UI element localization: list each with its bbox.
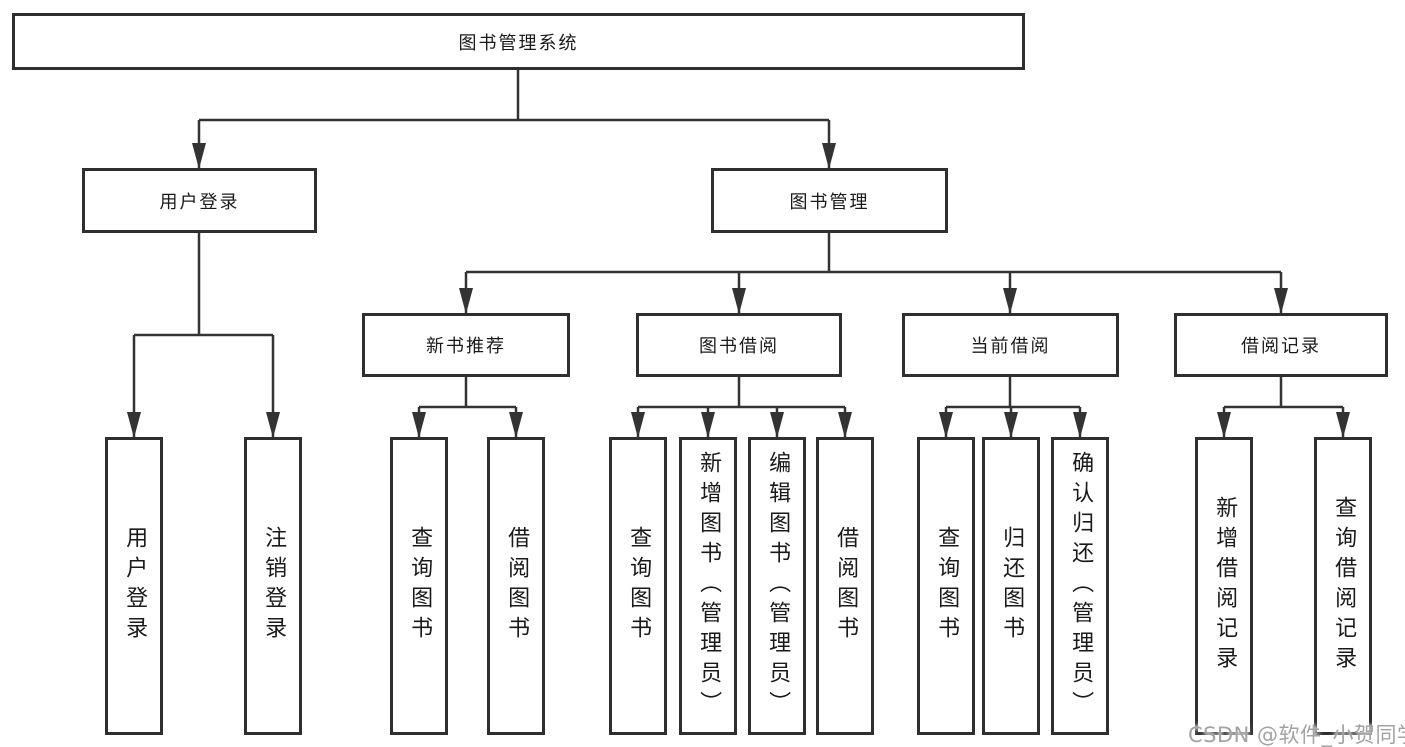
leaf-bb-edit-books-admin-label: 编辑图书（管理员） bbox=[765, 451, 791, 721]
leaf-logout: 注销登录 bbox=[244, 437, 302, 735]
node-borrow-record-label: 借阅记录 bbox=[1241, 336, 1321, 357]
leaf-bb-add-books-admin-label: 新增图书（管理员） bbox=[696, 451, 722, 721]
node-borrow-record: 借阅记录 bbox=[1174, 313, 1388, 377]
node-new-book-rec: 新书推荐 bbox=[362, 313, 570, 377]
connector-new-book-rec-group bbox=[412, 377, 523, 438]
node-root-label: 图书管理系统 bbox=[458, 32, 579, 54]
connector-root-to-level2 bbox=[192, 70, 836, 169]
leaf-bb-query-books: 查询图书 bbox=[609, 437, 667, 735]
leaf-br-add-record-label: 新增借阅记录 bbox=[1212, 496, 1238, 676]
leaf-bb-edit-books-admin: 编辑图书（管理员） bbox=[748, 437, 806, 735]
connector-user-login-group bbox=[127, 233, 280, 438]
node-root: 图书管理系统 bbox=[12, 13, 1025, 70]
leaf-bb-borrow-books-label: 借阅图书 bbox=[833, 526, 859, 646]
leaf-cb-query-books: 查询图书 bbox=[917, 437, 975, 735]
leaf-nb-query-books: 查询图书 bbox=[390, 437, 448, 735]
leaf-nb-borrow-books-label: 借阅图书 bbox=[504, 526, 530, 646]
watermark: CSDN @软件_小贺同学 bbox=[1188, 723, 1405, 747]
leaf-bb-add-books-admin: 新增图书（管理员） bbox=[679, 437, 737, 735]
leaf-cb-return-books-label: 归还图书 bbox=[999, 526, 1025, 646]
node-book-borrow-label: 图书借阅 bbox=[699, 336, 779, 357]
node-new-book-rec-label: 新书推荐 bbox=[426, 336, 506, 357]
connector-borrow-record-group bbox=[1217, 377, 1350, 438]
leaf-cb-query-books-label: 查询图书 bbox=[934, 526, 960, 646]
leaf-bb-borrow-books: 借阅图书 bbox=[816, 437, 874, 735]
leaf-cb-confirm-return-admin: 确认归还（管理员） bbox=[1051, 437, 1109, 735]
leaf-user-login-label: 用户登录 bbox=[122, 526, 148, 646]
leaf-nb-query-books-label: 查询图书 bbox=[407, 526, 433, 646]
leaf-nb-borrow-books: 借阅图书 bbox=[487, 437, 545, 735]
node-book-borrow: 图书借阅 bbox=[636, 313, 842, 377]
node-current-borrow-label: 当前借阅 bbox=[970, 336, 1051, 357]
leaf-user-login: 用户登录 bbox=[105, 437, 163, 735]
node-user-login-label: 用户登录 bbox=[159, 191, 240, 213]
leaf-logout-label: 注销登录 bbox=[261, 526, 287, 646]
node-book-mgmt-label: 图书管理 bbox=[789, 191, 870, 213]
leaf-br-add-record: 新增借阅记录 bbox=[1195, 437, 1253, 735]
leaf-br-query-record-label: 查询借阅记录 bbox=[1331, 496, 1357, 676]
connector-current-borrow-group bbox=[939, 377, 1087, 438]
leaf-cb-return-books: 归还图书 bbox=[982, 437, 1040, 735]
connector-book-mgmt-to-level3 bbox=[459, 233, 1288, 314]
leaf-bb-query-books-label: 查询图书 bbox=[626, 526, 652, 646]
node-user-login: 用户登录 bbox=[82, 168, 317, 233]
leaf-br-query-record: 查询借阅记录 bbox=[1314, 437, 1372, 735]
node-book-mgmt: 图书管理 bbox=[711, 168, 948, 233]
node-current-borrow: 当前借阅 bbox=[902, 313, 1119, 377]
connector-book-borrow-group bbox=[631, 377, 852, 438]
leaf-cb-confirm-return-admin-label: 确认归还（管理员） bbox=[1068, 451, 1094, 721]
